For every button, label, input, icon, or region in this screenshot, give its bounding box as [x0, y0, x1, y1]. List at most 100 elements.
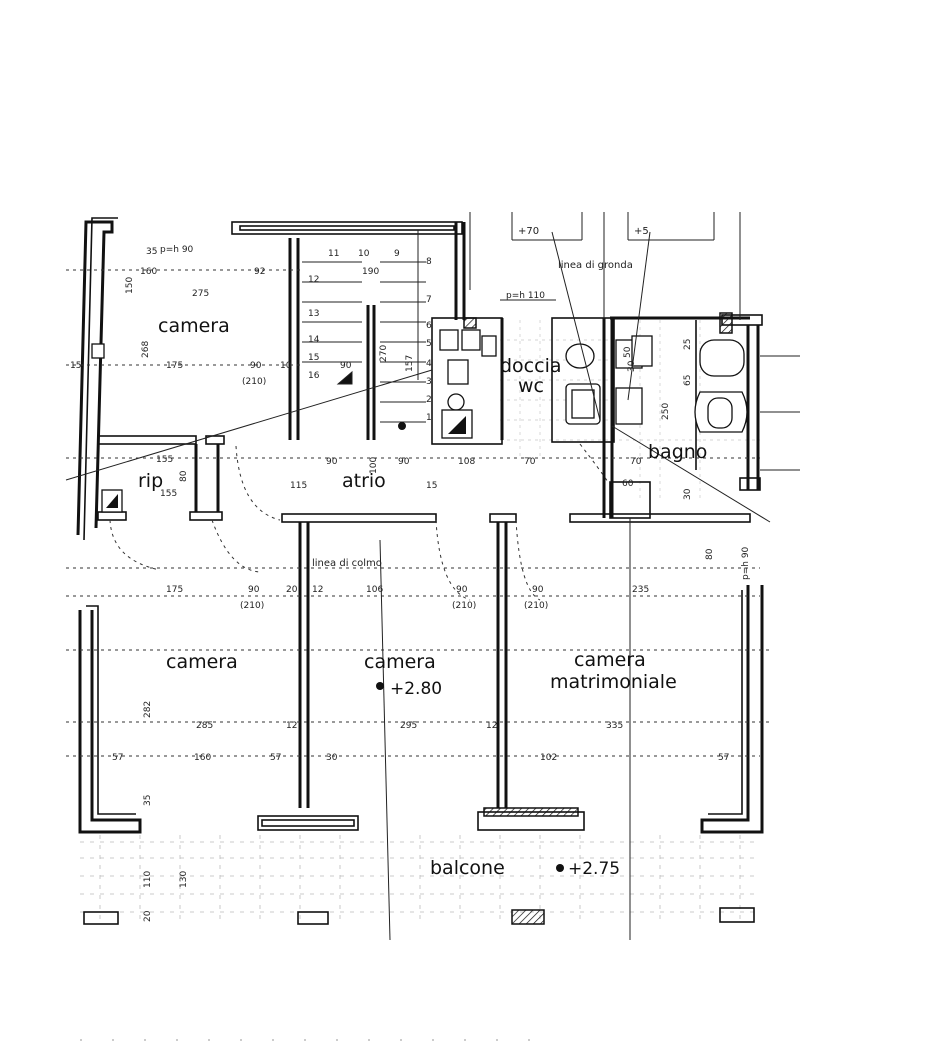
dim: 190: [362, 267, 379, 277]
level-top-right: +5: [634, 226, 649, 237]
dim: 12: [308, 275, 319, 285]
dim: 4: [426, 359, 432, 369]
pillar: [91, 343, 105, 359]
dim: 70: [630, 457, 642, 467]
dim: 65: [683, 375, 693, 386]
door-swings: [109, 443, 609, 601]
dim: 60: [622, 479, 634, 489]
dim: 10: [358, 249, 370, 259]
dim: 157: [405, 355, 415, 372]
dim: 92: [254, 267, 265, 277]
dim: 57: [270, 753, 281, 763]
dim: 90: [456, 585, 468, 595]
dim: 57: [718, 753, 729, 763]
dim: 160: [140, 267, 157, 277]
dim: 2: [426, 395, 432, 405]
level-camera-center: +2.80: [390, 679, 442, 699]
dim: 90: [326, 457, 338, 467]
interior-walls: [97, 238, 761, 831]
dim: 80: [179, 470, 189, 482]
guide-lines: [65, 212, 800, 941]
dim: 16: [308, 371, 320, 381]
dim: 295: [400, 721, 417, 731]
dim: 8: [426, 257, 432, 267]
dim: (210): [242, 377, 266, 387]
dim: 30: [326, 753, 338, 763]
dim: 57: [112, 753, 123, 763]
dim: 270: [379, 345, 389, 362]
dim: 155: [160, 489, 177, 499]
level-markers: [376, 422, 564, 872]
dim: 80: [705, 548, 715, 560]
dim: 250: [661, 403, 671, 420]
dim: 102: [540, 753, 557, 763]
level-top-left: +70: [518, 226, 539, 237]
note-ph-110: p=h 110: [506, 291, 545, 301]
dim: 106: [366, 585, 383, 595]
dim: 3: [426, 377, 432, 387]
dim: 50: [623, 346, 633, 358]
dim: 110: [143, 871, 153, 888]
dim: (210): [240, 601, 264, 611]
dim: 7: [426, 295, 432, 305]
dim: 11: [328, 249, 339, 259]
dim: 12: [312, 585, 323, 595]
bathroom-fixtures: [565, 335, 748, 433]
dim: 268: [141, 341, 151, 358]
room-label-camera-matrimoniale-1: camera: [574, 649, 646, 671]
level-balcone: +2.75: [568, 859, 620, 879]
dim: 9: [394, 249, 400, 259]
kitchen-fixtures: [439, 317, 497, 439]
room-label-doccia: doccia: [500, 355, 562, 377]
dim: 160: [194, 753, 211, 763]
room-label-camera-nw: camera: [158, 315, 230, 337]
balcony-pillars: [83, 907, 755, 925]
dim: 175: [166, 361, 183, 371]
dim: 15: [426, 481, 437, 491]
dim: 1: [426, 413, 432, 423]
room-label-camera-sw: camera: [166, 651, 238, 673]
dim: 13: [308, 309, 319, 319]
dim: 90: [250, 361, 262, 371]
room-label-bagno: bagno: [648, 441, 707, 463]
dim: 6: [426, 321, 432, 331]
dim: 90: [340, 361, 352, 371]
dim: 130: [179, 871, 189, 888]
dim: 335: [606, 721, 623, 731]
dim: 285: [196, 721, 213, 731]
note-linea-di-colmo: linea di colmo: [312, 558, 382, 569]
dim: 35: [143, 795, 153, 806]
room-label-atrio: atrio: [342, 470, 386, 492]
dim: 90: [248, 585, 260, 595]
dim: (210): [524, 601, 548, 611]
dim: 155: [156, 455, 173, 465]
dim: 90: [398, 457, 410, 467]
dim: 5: [426, 339, 432, 349]
note-ph-top: p=h 90: [160, 245, 194, 255]
dim: 30: [627, 360, 637, 372]
dim: 35: [146, 247, 157, 257]
dim: 12: [486, 721, 497, 731]
room-label-balcone: balcone: [430, 857, 505, 879]
dim: 235: [632, 585, 649, 595]
dim: 15: [70, 361, 81, 371]
dim: 12: [286, 721, 297, 731]
room-label-camera-matrimoniale-2: matrimoniale: [550, 671, 677, 693]
dim: 30: [683, 488, 693, 500]
room-label-camera-center: camera: [364, 651, 436, 673]
dim: 108: [458, 457, 475, 467]
dim: 275: [192, 289, 209, 299]
dim: 15: [308, 353, 319, 363]
rip-fixture: [101, 489, 123, 513]
outer-walls: [76, 217, 764, 834]
dim: 20: [286, 585, 298, 595]
dim: (210): [452, 601, 476, 611]
balcony-grid: [80, 835, 760, 925]
dim: 90: [532, 585, 544, 595]
room-label-rip: rip: [138, 470, 163, 492]
note-ph-right: p=h 90: [741, 546, 751, 580]
staircase: [302, 261, 426, 423]
dim: 175: [166, 585, 183, 595]
dim: 150: [125, 277, 135, 294]
